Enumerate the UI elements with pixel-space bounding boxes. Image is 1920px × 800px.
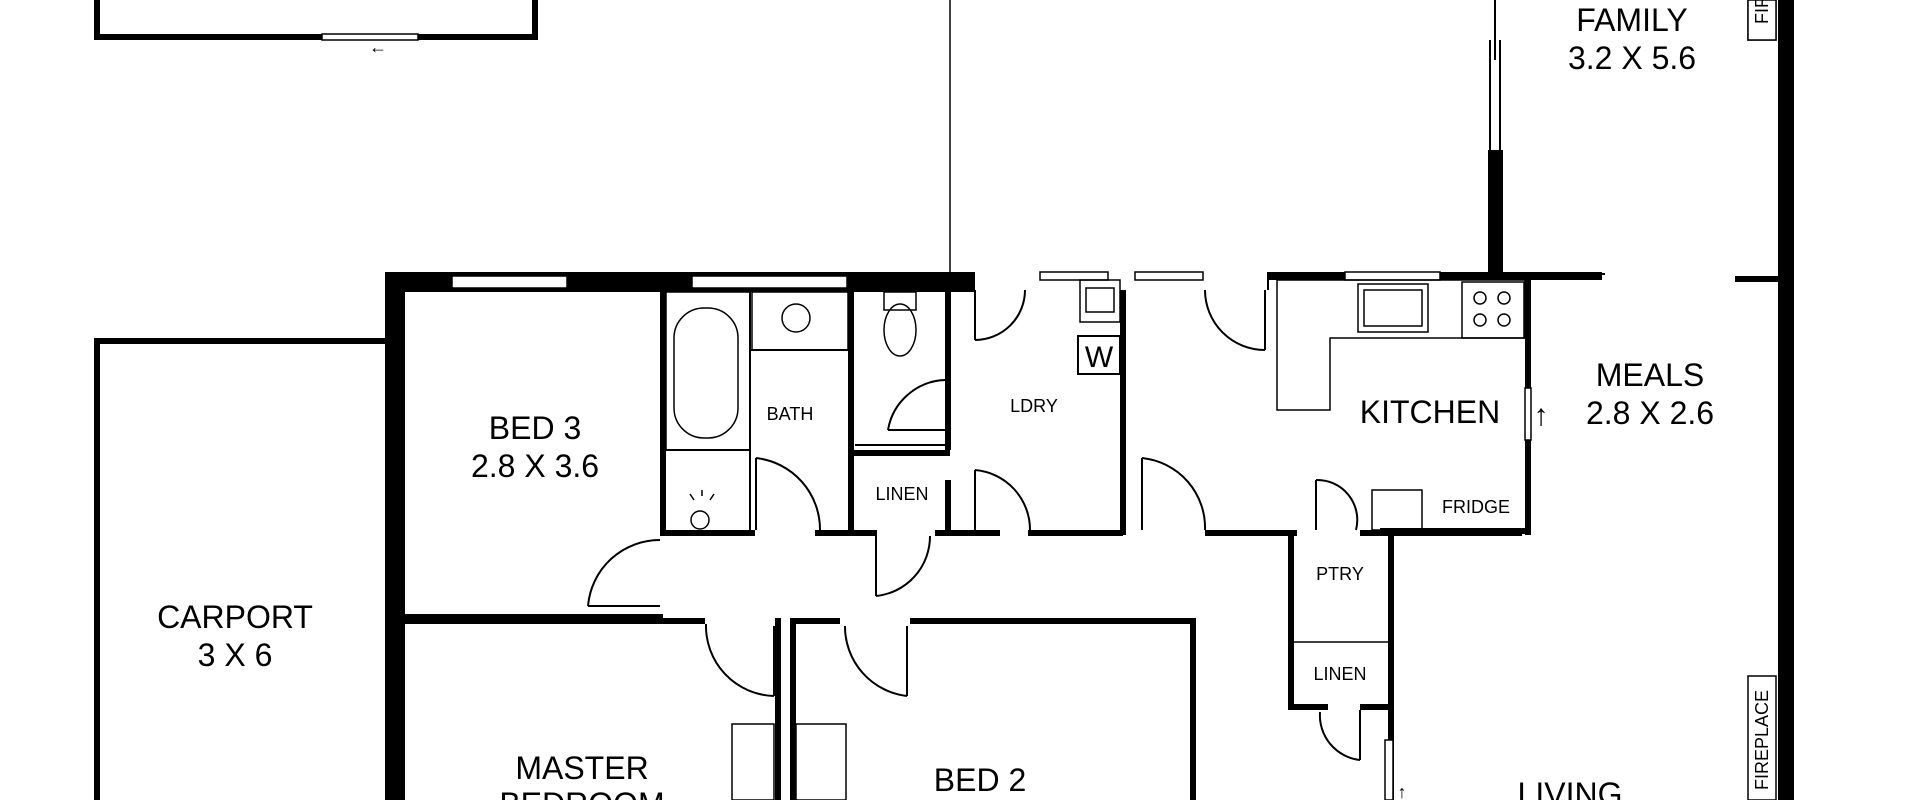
living-slider-arrow: ↑ <box>1398 782 1407 800</box>
fireplace-top-label: FIREPLACE <box>1752 0 1772 24</box>
room-carport-dims: 3 X 6 <box>198 637 273 673</box>
room-linen-pantry-name: LINEN <box>1313 664 1366 684</box>
room-carport-name: CARPORT <box>157 599 313 635</box>
sliding-door-arrow-top: ← <box>369 37 387 57</box>
thin-lines <box>666 0 1605 530</box>
kitchen-slider-arrow: ↑ <box>1534 399 1549 432</box>
room-bed3-name: BED 3 <box>489 410 581 446</box>
room-master-name2: BEDROOM <box>499 786 664 800</box>
washer-label: W <box>1085 341 1114 374</box>
room-laundry-name: LDRY <box>1010 396 1058 416</box>
labels: FAMILY 3.2 X 5.6 MEALS 2.8 X 2.6 KITCHEN… <box>157 0 1772 800</box>
room-family-dims: 3.2 X 5.6 <box>1568 40 1696 76</box>
room-pantry-name: PTRY <box>1316 564 1364 584</box>
room-meals-dims: 2.8 X 2.6 <box>1586 395 1714 431</box>
fixtures <box>665 0 1777 800</box>
room-meals-name: MEALS <box>1596 357 1704 393</box>
room-kitchen-name: KITCHEN <box>1360 394 1500 430</box>
fridge-label: FRIDGE <box>1442 497 1510 517</box>
room-living-name: LIVING <box>1518 776 1623 800</box>
room-bed3-dims: 2.8 X 3.6 <box>471 448 599 484</box>
room-bed2-name: BED 2 <box>934 762 1026 798</box>
fireplace-bottom-label: FIREPLACE <box>1752 690 1772 790</box>
room-master-name: MASTER <box>515 750 648 786</box>
room-family-name: FAMILY <box>1576 2 1687 38</box>
room-bath-name: BATH <box>767 404 814 424</box>
room-linen-hall-name: LINEN <box>875 484 928 504</box>
doors <box>587 289 1394 800</box>
